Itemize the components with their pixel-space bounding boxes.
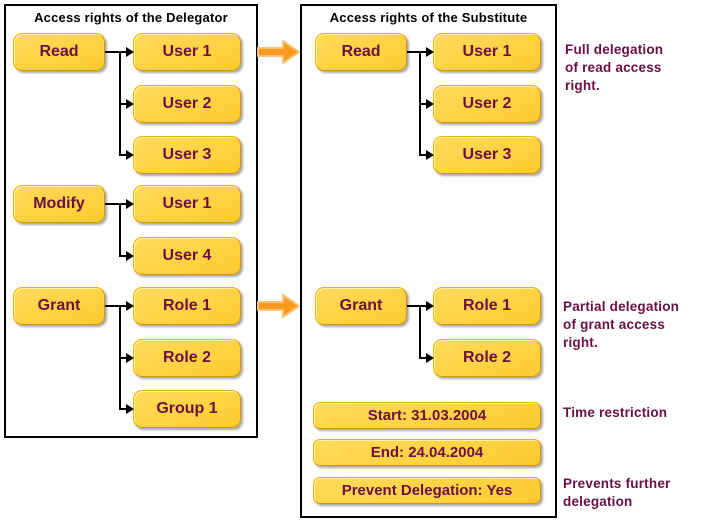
- connector-line: [407, 305, 421, 307]
- annotation-line: right.: [563, 335, 598, 350]
- connector-line: [119, 255, 127, 257]
- connector-line: [119, 203, 121, 257]
- substitute-panel-title: Access rights of the Substitute: [329, 10, 528, 25]
- delegator-modify-user-1-box: User 1: [133, 185, 241, 223]
- delegation-arrow-read-icon: [256, 38, 302, 66]
- annotation-prevents-further-delegation: Prevents further delegation: [563, 475, 704, 511]
- delegator-panel-title: Access rights of the Delegator: [34, 10, 228, 25]
- connector-line: [105, 305, 121, 307]
- arrowhead-icon: [126, 301, 134, 311]
- connector-line: [419, 305, 421, 359]
- delegator-grant-role-1-box: Role 1: [133, 287, 241, 325]
- arrowhead-icon: [126, 251, 134, 261]
- connector-line: [419, 51, 427, 53]
- annotation-line: delegation: [563, 494, 633, 509]
- connector-line: [419, 357, 427, 359]
- arrowhead-icon: [126, 353, 134, 363]
- delegator-read-box: Read: [13, 33, 105, 71]
- arrowhead-icon: [426, 99, 434, 109]
- delegation-arrow-grant-icon: [256, 292, 302, 320]
- substitute-read-user-3-box: User 3: [433, 136, 541, 174]
- end-date-box: End: 24.04.2004: [313, 439, 541, 466]
- delegator-grant-box: Grant: [13, 287, 105, 325]
- connector-line: [105, 51, 121, 53]
- arrowhead-icon: [126, 99, 134, 109]
- connector-line: [119, 103, 127, 105]
- connector-line: [119, 203, 127, 205]
- substitute-read-user-2-box: User 2: [433, 85, 541, 123]
- substitute-read-user-1-box: User 1: [433, 33, 541, 71]
- substitute-grant-role-1-box: Role 1: [433, 287, 541, 325]
- annotation-line: Full delegation: [565, 42, 664, 57]
- annotation-line: Time restriction: [563, 405, 668, 420]
- annotation-time-restriction: Time restriction: [563, 404, 704, 422]
- connector-line: [419, 103, 427, 105]
- connector-line: [119, 51, 127, 53]
- arrowhead-icon: [126, 47, 134, 57]
- arrowhead-icon: [126, 404, 134, 414]
- delegator-read-user-3-box: User 3: [133, 136, 241, 174]
- connector-line: [419, 154, 427, 156]
- annotation-line: of grant access: [563, 317, 666, 332]
- arrowhead-icon: [426, 301, 434, 311]
- start-date-box: Start: 31.03.2004: [313, 402, 541, 429]
- annotation-line: Partial delegation: [563, 299, 680, 314]
- prevent-delegation-box: Prevent Delegation: Yes: [313, 477, 541, 504]
- delegator-read-user-2-box: User 2: [133, 85, 241, 123]
- arrowhead-icon: [126, 150, 134, 160]
- annotation-full-delegation: Full delegation of read access right.: [565, 41, 703, 95]
- substitute-grant-role-2-box: Role 2: [433, 339, 541, 377]
- arrowhead-icon: [426, 47, 434, 57]
- connector-line: [119, 357, 127, 359]
- annotation-line: of read access: [565, 60, 662, 75]
- connector-line: [105, 203, 121, 205]
- delegator-grant-group-1-box: Group 1: [133, 390, 241, 428]
- delegator-read-user-1-box: User 1: [133, 33, 241, 71]
- substitute-read-box: Read: [315, 33, 407, 71]
- annotation-line: Prevents further: [563, 476, 671, 491]
- substitute-grant-box: Grant: [315, 287, 407, 325]
- connector-line: [119, 305, 127, 307]
- connector-line: [119, 154, 127, 156]
- annotation-partial-delegation: Partial delegation of grant access right…: [563, 298, 704, 352]
- connector-line: [407, 51, 421, 53]
- delegator-modify-user-4-box: User 4: [133, 237, 241, 275]
- arrowhead-icon: [426, 150, 434, 160]
- arrowhead-icon: [426, 353, 434, 363]
- annotation-line: right.: [565, 78, 600, 93]
- delegator-grant-role-2-box: Role 2: [133, 339, 241, 377]
- delegator-modify-box: Modify: [13, 185, 105, 223]
- arrowhead-icon: [126, 199, 134, 209]
- connector-line: [419, 305, 427, 307]
- connector-line: [119, 408, 127, 410]
